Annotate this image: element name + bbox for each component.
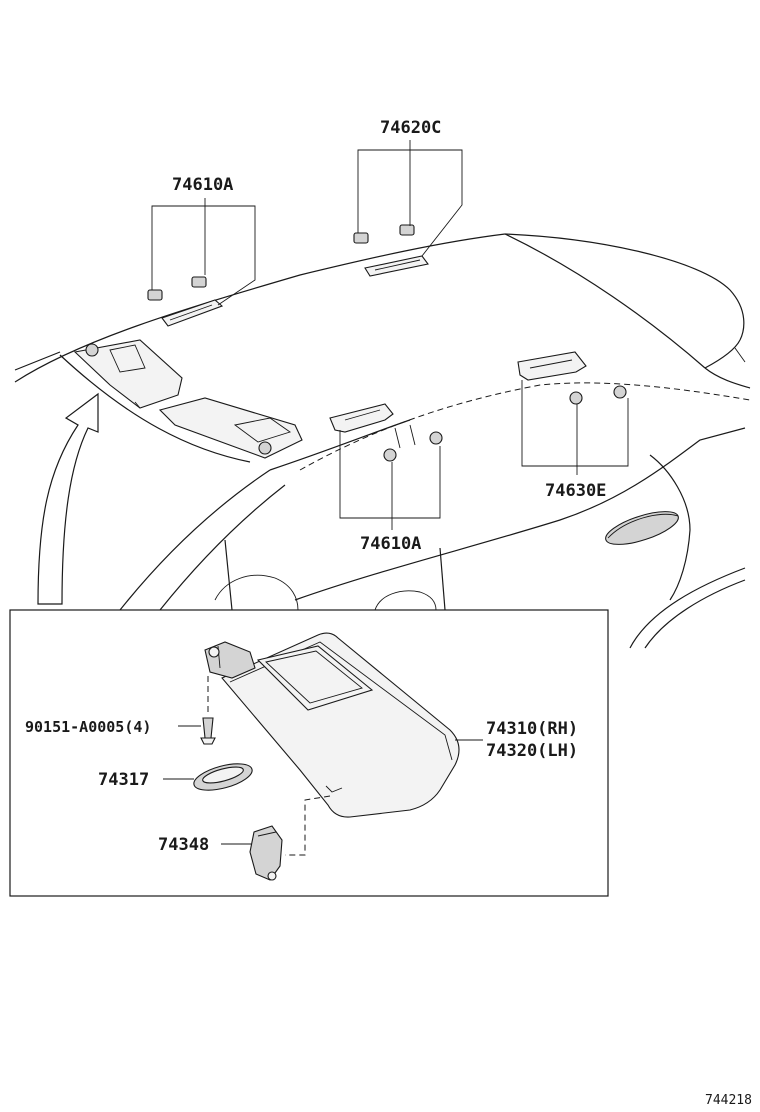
clip-74630E-1 [569, 391, 583, 405]
sun-visor-lh-installed [158, 397, 303, 459]
assist-grip-side [329, 403, 394, 433]
label-visor-lh: 74320(LH) [486, 741, 578, 761]
screw-part [200, 717, 216, 745]
clip-74620C-1 [353, 232, 369, 244]
figure-number: 744218 [705, 1093, 752, 1108]
leader-74610A-top [151, 198, 256, 306]
clip-74620C-2 [399, 224, 415, 236]
clip-74610A-4 [429, 431, 443, 445]
leader-74630E [521, 380, 629, 475]
label-holder-ring: 74317 [98, 770, 149, 790]
holder-ring-part [193, 763, 253, 791]
clip-74630E-2 [613, 385, 627, 399]
label-visor-rh: 74310(RH) [486, 719, 578, 739]
clip-74610A-3 [383, 448, 397, 462]
assist-grip-front [161, 299, 224, 327]
dash-hook [285, 795, 331, 856]
sun-visor-detail [204, 632, 460, 818]
label-74610A-top: 74610A [172, 175, 233, 195]
direction-arrow [37, 392, 99, 605]
assist-grip-top [364, 255, 429, 277]
label-74620C: 74620C [380, 118, 441, 138]
label-screw: 90151-A0005(4) [25, 718, 151, 736]
visor-hook-part [249, 825, 283, 881]
roof-outline [14, 233, 751, 649]
label-74610A-side: 74610A [360, 534, 421, 554]
clip-74610A-1 [147, 289, 163, 301]
label-74630E: 74630E [545, 481, 606, 501]
leader-74620C [357, 140, 463, 257]
clip-74610A-2 [191, 276, 207, 288]
assist-grip-rear [517, 351, 587, 381]
label-visor-hook: 74348 [158, 835, 209, 855]
sun-visor-rh-installed [73, 339, 183, 409]
leader-74610A-side [339, 430, 441, 530]
